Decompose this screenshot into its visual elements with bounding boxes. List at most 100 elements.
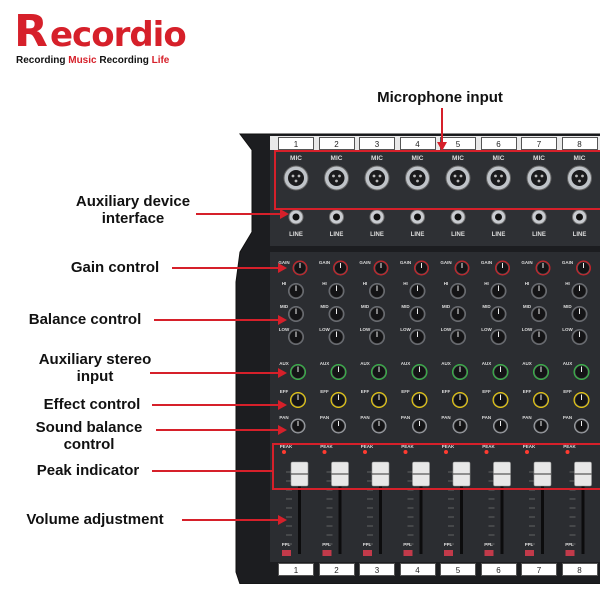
xlr-pin — [456, 179, 460, 183]
channel-number: 6 — [480, 563, 517, 576]
pfl-label: PFL — [282, 542, 291, 547]
logo-letter: R — [14, 6, 48, 57]
channel-number: 5 — [440, 563, 476, 576]
eq-label: MID — [320, 304, 329, 309]
pfl-button — [363, 550, 372, 556]
arrow-microphone-input — [437, 142, 447, 151]
pfl-button — [565, 550, 575, 556]
xlr-pin — [338, 174, 341, 178]
eq-label: LOW — [481, 327, 492, 332]
xlr-socket-inner — [450, 170, 466, 186]
label-gain-control: Gain control — [70, 259, 160, 276]
pan-label: PAN — [320, 415, 329, 420]
arrow-auxiliary-stereo — [278, 368, 287, 378]
line-label: LINE — [451, 232, 465, 238]
pfl-label: PFL — [403, 542, 412, 547]
aux-label: AUX — [401, 361, 411, 366]
xlr-pin — [537, 179, 541, 183]
eq-label: MID — [401, 304, 410, 309]
pfl-button — [322, 550, 332, 556]
aux-label: AUX — [360, 361, 370, 366]
xlr-socket-inner — [409, 170, 426, 186]
pan-label: PAN — [563, 415, 572, 420]
pfl-label: PFL — [525, 542, 534, 547]
gain-label: GAIN — [521, 260, 532, 265]
connector-balance-control — [154, 319, 278, 321]
connector-effect-control — [152, 404, 278, 406]
mic-label: MIC — [452, 155, 464, 162]
connector-microphone-input — [441, 108, 443, 144]
channel-number: 4 — [399, 137, 436, 150]
aux-label: AUX — [320, 361, 330, 366]
xlr-socket-inner — [288, 170, 304, 186]
channel-number: 3 — [359, 563, 395, 576]
gain-label: GAIN — [440, 260, 451, 265]
line-jack-hole — [495, 213, 502, 221]
channel-number: 8 — [561, 137, 598, 150]
xlr-socket-inner — [328, 170, 345, 186]
peak-label: PEAK — [361, 444, 374, 449]
peak-label: PEAK — [320, 444, 333, 449]
label-microphone-input: Microphone input — [377, 89, 503, 106]
eq-label: HI — [525, 281, 530, 286]
xlr-pin — [413, 174, 416, 178]
line-jack-hole — [454, 213, 462, 221]
fader-track — [500, 462, 504, 554]
eff-label: EFF — [361, 389, 370, 394]
xlr-pin — [291, 174, 295, 178]
eq-label: LOW — [279, 327, 290, 332]
connector-volume-adjustment — [182, 519, 278, 521]
connector-auxiliary-device — [196, 213, 280, 215]
pan-label: PAN — [279, 415, 288, 420]
aux-label: AUX — [563, 361, 573, 366]
mic-input-highlight — [274, 150, 600, 210]
peak-label: PEAK — [442, 444, 455, 449]
eff-label: EFF — [523, 389, 532, 394]
xlr-pin — [332, 174, 335, 178]
arrow-volume-adjustment — [278, 515, 287, 525]
gain-label: GAIN — [359, 260, 370, 265]
mic-label: MIC — [331, 155, 343, 162]
gain-label: GAIN — [481, 260, 492, 265]
xlr-pin — [534, 174, 538, 178]
pfl-label: PFL — [363, 542, 372, 547]
peak-label: PEAK — [401, 444, 414, 449]
line-jack-hole — [414, 213, 421, 221]
eff-label: EFF — [320, 389, 329, 394]
eq-label: MID — [442, 304, 451, 309]
eq-label: HI — [565, 281, 570, 286]
pfl-label: PFL — [444, 542, 453, 547]
xlr-socket-inner — [490, 170, 507, 186]
peak-led — [403, 450, 408, 454]
eq-label: HI — [363, 281, 368, 286]
peak-led — [484, 450, 489, 454]
arrow-gain-control — [278, 263, 287, 273]
peak-led — [322, 450, 327, 454]
xlr-pin — [372, 174, 376, 178]
label-balance-control: Balance control — [28, 311, 142, 328]
eq-label: HI — [322, 281, 327, 286]
gain-label: GAIN — [319, 260, 330, 265]
pfl-button — [484, 550, 494, 556]
eq-label: HI — [484, 281, 489, 286]
xlr-pin — [297, 174, 301, 178]
connector-gain-control — [172, 267, 278, 269]
xlr-pin — [294, 179, 298, 183]
pfl-button — [525, 550, 534, 556]
xlr-pin — [540, 174, 544, 178]
pan-label: PAN — [360, 415, 369, 420]
arrow-effect-control — [278, 400, 287, 410]
channel-number: 1 — [278, 137, 314, 150]
label-volume-adjustment: Volume adjustment — [26, 511, 164, 528]
gain-label: GAIN — [400, 260, 411, 265]
peak-led — [363, 450, 367, 454]
pfl-label: PFL — [322, 542, 331, 547]
xlr-socket-inner — [369, 170, 385, 186]
mic-label: MIC — [574, 155, 586, 162]
xlr-pin — [378, 174, 382, 178]
eq-label: LOW — [360, 327, 371, 332]
channel-number: 2 — [318, 137, 355, 150]
logo-wordmark: ecordio — [50, 15, 187, 55]
